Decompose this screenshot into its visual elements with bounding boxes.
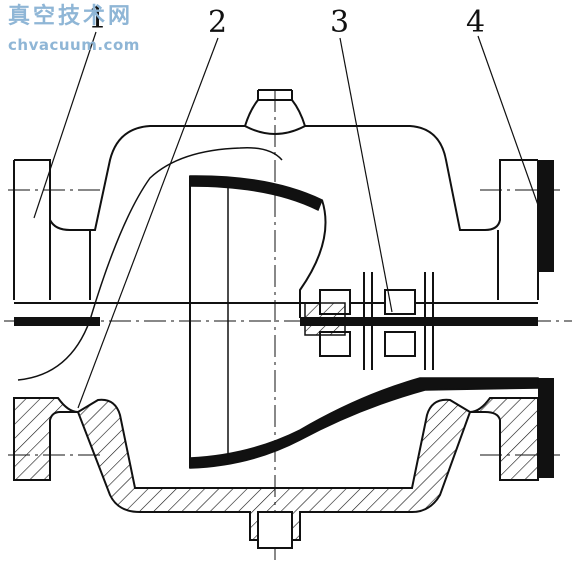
flange-gasket — [538, 160, 554, 272]
label-3: 3 — [330, 5, 349, 40]
label-1: 1 — [88, 1, 107, 36]
valve-disc — [189, 175, 539, 469]
watermark: 真空技术网 chvacuum.com — [8, 6, 140, 53]
watermark-site: chvacuum.com — [8, 36, 140, 54]
bolt-washer — [304, 302, 346, 319]
label-4: 4 — [466, 5, 485, 40]
section-break-line — [17, 147, 283, 381]
label-2: 2 — [208, 5, 227, 40]
watermark-chinese: 真空技术网 — [8, 4, 134, 29]
valve-body-lower-section — [13, 397, 539, 549]
leader-lines — [33, 31, 539, 409]
